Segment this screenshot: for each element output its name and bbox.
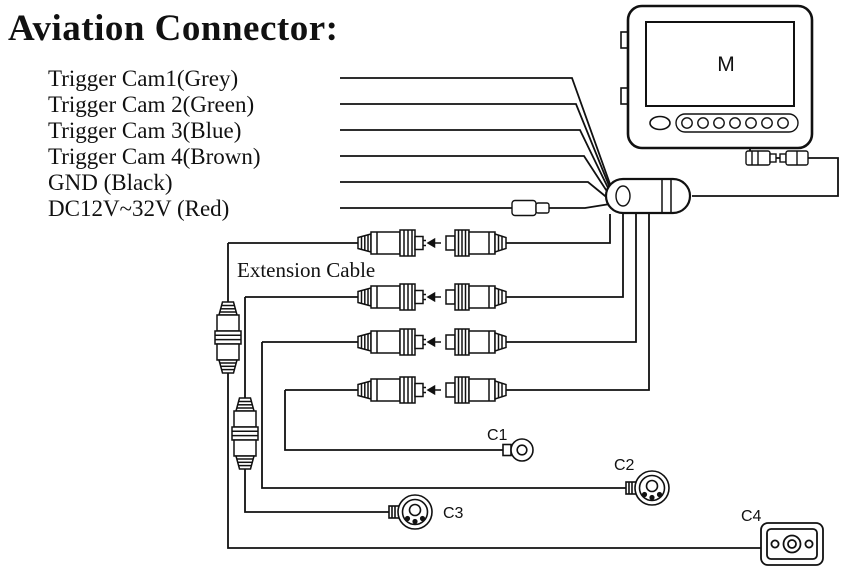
camera-c2-label: C2: [614, 457, 635, 474]
aviation-connector-female: [445, 376, 507, 404]
monitor-screen-label: M: [717, 53, 735, 76]
label-trigger-cam2: Trigger Cam 2(Green): [48, 92, 254, 117]
monitor-button: [729, 117, 741, 129]
wires: [227, 77, 839, 549]
wire-row4-right: [506, 214, 650, 391]
harness-body: [604, 177, 692, 215]
wire-cam1-run: [284, 390, 503, 451]
power-connector: [511, 199, 550, 217]
label-gnd: GND (Black): [48, 170, 173, 195]
camera-c1: [502, 438, 534, 462]
wire-trigger-cam2: [340, 103, 611, 189]
harness-hub: [604, 177, 692, 215]
monitor-button: [777, 117, 789, 129]
monitor: M: [620, 4, 814, 150]
power-connector-tip: [535, 202, 550, 214]
camera-c3: [388, 494, 433, 530]
extension-row-2: [357, 283, 507, 311]
monitor-power-button: [649, 115, 671, 131]
monitor-button: [761, 117, 773, 129]
monitor-button: [745, 117, 757, 129]
monitor-cable-connector: [745, 150, 809, 166]
extension-row-1: [357, 229, 507, 257]
monitor-button: [681, 117, 693, 129]
monitor-button: [697, 117, 709, 129]
wire-power: [340, 203, 611, 209]
wire-trigger-cam4: [340, 155, 611, 197]
wire-row3-right: [506, 214, 637, 343]
monitor-screen: [645, 21, 795, 107]
monitor-cable-plug-tip: [769, 153, 777, 163]
aviation-connector-male: [357, 283, 427, 311]
aviation-connector-male: [357, 229, 427, 257]
aviation-connector-female: [445, 229, 507, 257]
plug-direction-arrow-icon: [427, 385, 442, 395]
label-trigger-cam1: Trigger Cam1(Grey): [48, 66, 238, 91]
page-title: Aviation Connector:: [8, 8, 338, 49]
camera-c4-label: C4: [741, 508, 762, 525]
wire-row2-right: [506, 214, 624, 298]
extension-cable-label: Extension Cable: [237, 258, 375, 282]
inline-connector-joint-1: [214, 301, 242, 374]
power-connector-body: [511, 199, 537, 217]
aviation-connector-female: [445, 328, 507, 356]
wire-row1-right: [506, 214, 611, 244]
inline-connector-joint-2: [231, 397, 259, 470]
monitor-cable-plug-tip: [779, 153, 787, 163]
wire-trigger-cam1: [340, 77, 611, 185]
wire-trigger-cam3: [340, 129, 611, 193]
camera-c1-label: C1: [487, 427, 508, 444]
monitor-buttons: [681, 117, 789, 129]
wire-gnd: [340, 181, 611, 201]
plug-direction-arrow-icon: [427, 337, 442, 347]
plug-direction-arrow-icon: [427, 238, 442, 248]
monitor-button: [713, 117, 725, 129]
camera-c4: [760, 522, 824, 566]
extension-row-4: [357, 376, 507, 404]
label-power: DC12V~32V (Red): [48, 196, 229, 221]
label-trigger-cam3: Trigger Cam 3(Blue): [48, 118, 241, 143]
camera-c3-label: C3: [443, 505, 464, 522]
camera-c2: [625, 470, 670, 506]
wire-labels: Trigger Cam1(Grey) Trigger Cam 2(Green) …: [48, 66, 261, 221]
wire-cam3-run: [244, 297, 389, 513]
label-trigger-cam4: Trigger Cam 4(Brown): [48, 144, 261, 169]
extension-row-3: [357, 328, 507, 356]
aviation-connector-female: [445, 283, 507, 311]
plug-direction-arrow-icon: [427, 292, 442, 302]
wire-cam2-run: [261, 342, 626, 489]
aviation-connector-male: [357, 376, 427, 404]
aviation-connector-male: [357, 328, 427, 356]
